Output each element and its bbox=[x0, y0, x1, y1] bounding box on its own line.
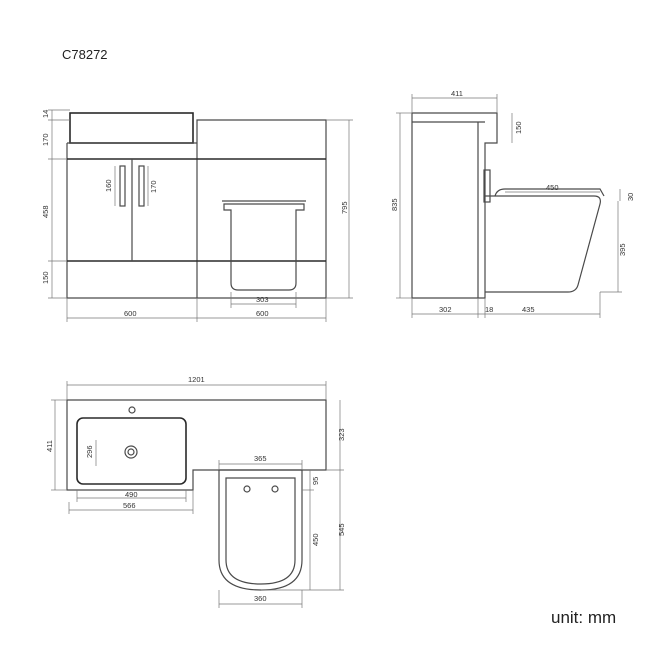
dim-plinth-height: 150 bbox=[41, 271, 50, 284]
dim-overall-width: 1201 bbox=[188, 375, 205, 384]
dim-seat-height: 395 bbox=[618, 243, 627, 256]
hinge-right-icon bbox=[271, 485, 279, 493]
dim-gap: 18 bbox=[485, 305, 493, 314]
model-code: C78272 bbox=[62, 47, 108, 62]
dim-seat-depth: 450 bbox=[546, 183, 559, 192]
dim-right-width: 600 bbox=[256, 309, 269, 318]
dim-top-thickness: 14 bbox=[41, 110, 50, 118]
dim-handle-left: 160 bbox=[104, 179, 113, 192]
dim-handle-right: 170 bbox=[149, 180, 158, 193]
dim-basin-outer-width: 566 bbox=[123, 501, 136, 510]
front-view: 14 170 458 150 160 170 795 303 600 600 bbox=[41, 109, 353, 322]
unit-label: unit: mm bbox=[551, 608, 616, 627]
dim-pan-offset: 95 bbox=[311, 477, 320, 485]
plan-basin bbox=[76, 417, 187, 485]
waste-inner-icon bbox=[127, 448, 135, 456]
dim-door-height: 458 bbox=[41, 205, 50, 218]
dim-pan-width: 303 bbox=[256, 295, 269, 304]
dim-pan-projection: 435 bbox=[522, 305, 535, 314]
side-view: 411 150 835 450 30 395 302 18 435 bbox=[390, 89, 635, 318]
dim-seat-thickness: 30 bbox=[626, 193, 635, 201]
dim-worktop-depth: 323 bbox=[337, 428, 346, 441]
dim-basin-depth: 296 bbox=[85, 445, 94, 458]
waste-outer-icon bbox=[124, 445, 138, 459]
dim-pan-projection-plan: 545 bbox=[337, 523, 346, 536]
front-toilet-pan bbox=[223, 203, 305, 291]
plan-toilet-seat bbox=[225, 477, 296, 585]
dim-cabinet-depth: 302 bbox=[439, 305, 452, 314]
side-toilet-pan bbox=[485, 195, 601, 293]
dim-seat-width: 365 bbox=[254, 454, 267, 463]
front-handle-left bbox=[119, 165, 126, 207]
hinge-left-icon bbox=[243, 485, 251, 493]
side-cabinet bbox=[411, 112, 498, 299]
dim-overall-depth: 411 bbox=[45, 440, 54, 452]
dim-side-depth: 411 bbox=[451, 89, 463, 98]
dim-total-height: 795 bbox=[340, 201, 349, 214]
front-handle-right bbox=[138, 165, 145, 207]
dim-basin-inner-width: 490 bbox=[125, 490, 138, 499]
dim-cistern-height: 150 bbox=[514, 121, 523, 134]
tap-hole-icon bbox=[128, 406, 136, 414]
dim-left-width: 600 bbox=[124, 309, 137, 318]
plan-worktop bbox=[66, 399, 327, 491]
dim-pan-width-plan: 360 bbox=[254, 594, 267, 603]
side-handle bbox=[483, 169, 491, 203]
plan-toilet-pan bbox=[218, 469, 303, 591]
plan-view: 1201 411 296 490 566 323 365 95 450 545 … bbox=[45, 375, 346, 608]
dim-basin-height: 170 bbox=[41, 133, 50, 146]
front-basin-top bbox=[69, 112, 194, 144]
front-cabinet-body bbox=[66, 119, 327, 299]
dim-side-total-height: 835 bbox=[390, 198, 399, 211]
dim-pan-length: 450 bbox=[311, 533, 320, 546]
side-toilet-seat bbox=[494, 188, 605, 197]
